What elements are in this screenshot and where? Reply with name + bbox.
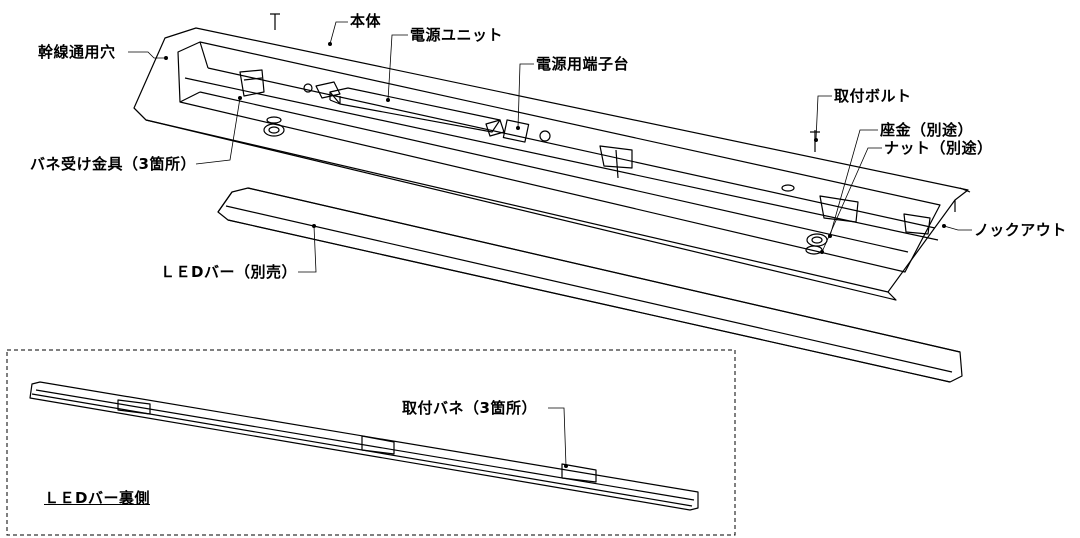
mount-holes-drawing	[263, 116, 828, 255]
label-washer: 座金（別途）	[880, 121, 974, 139]
label-mount-bolt: 取付ボルト	[834, 87, 912, 105]
label-power-unit: 電源ユニット	[410, 26, 504, 44]
inset-frame	[6, 349, 736, 536]
terminal-block-drawing	[303, 83, 551, 143]
label-spring-bracket: バネ受け金具（3箇所）	[30, 155, 196, 173]
label-mount-spring: 取付バネ（3箇所）	[402, 399, 537, 417]
fixture-body-drawing	[133, 27, 971, 301]
label-led-back: ＬＥDバー裏側	[44, 489, 150, 507]
label-body: 本体	[350, 12, 382, 30]
power-unit-drawing	[315, 81, 505, 137]
label-trunk-hole: 幹線通用穴	[38, 43, 116, 61]
label-led-bar: ＬＥDバー（別売）	[160, 263, 297, 281]
led-back-drawing	[29, 381, 699, 511]
label-power-terminal: 電源用端子台	[536, 55, 630, 73]
label-knockout: ノックアウト	[974, 221, 1067, 239]
label-nut: ナット（別途）	[884, 139, 993, 157]
spring-brackets-drawing	[239, 69, 931, 235]
led-bar-drawing	[217, 187, 963, 383]
